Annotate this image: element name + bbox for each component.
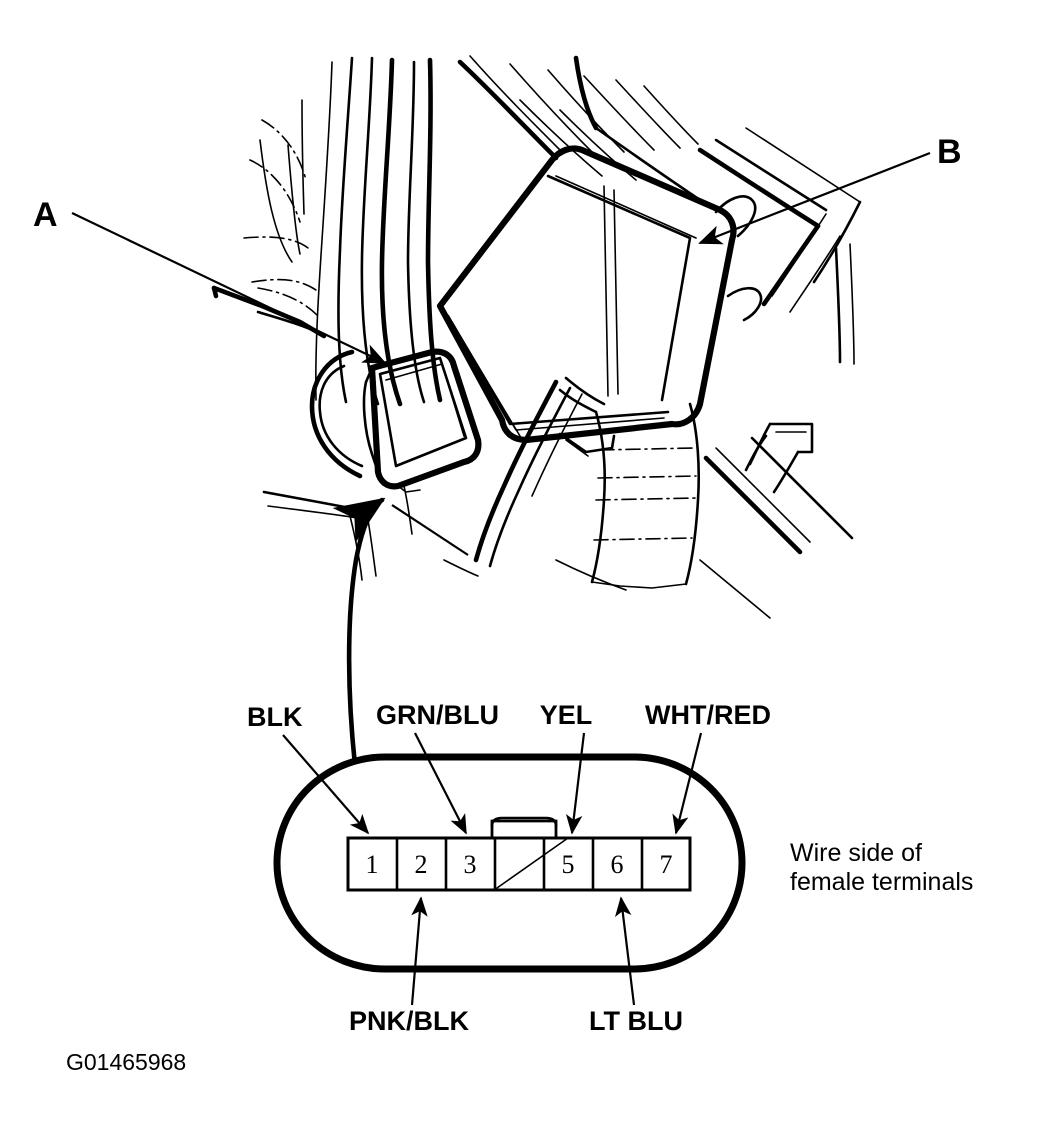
terminal-row: 1 2 3 5 6 7 [346,816,692,892]
wire-side-note-line2: female terminals [790,868,973,896]
pin-number-5: 5 [562,850,575,879]
callout-a: A [33,196,387,364]
wire-label-lt-blu: LT BLU [589,1006,683,1036]
pin-number-7: 7 [660,850,673,879]
wire-label-grn-blu: GRN/BLU [376,700,499,730]
callout-b: B [698,133,962,245]
pin-number-2: 2 [415,850,428,879]
wire-label-yel: YEL [540,700,593,730]
small-connector-box [362,348,482,493]
figure-id-label: G01465968 [66,1049,186,1075]
large-relay-box [436,145,763,457]
wire-labels-bottom: PNK/BLK LT BLU [349,896,683,1036]
wire-labels-top: BLK GRN/BLU YEL WHT/RED [247,700,771,835]
connector-detail-leader [332,497,469,768]
pin-number-1: 1 [366,850,379,879]
wire-label-wht-red: WHT/RED [645,700,771,730]
background-line-art [211,55,862,619]
wire-side-note: Wire side of female terminals [790,839,973,896]
callout-b-label: B [937,133,962,171]
wire-label-blk: BLK [247,702,303,732]
pin-number-6: 6 [611,850,624,879]
pin-number-3: 3 [464,850,477,879]
callout-a-label: A [33,196,58,234]
wire-label-pnk-blk: PNK/BLK [349,1006,469,1036]
wire-side-note-line1: Wire side of [790,839,922,867]
